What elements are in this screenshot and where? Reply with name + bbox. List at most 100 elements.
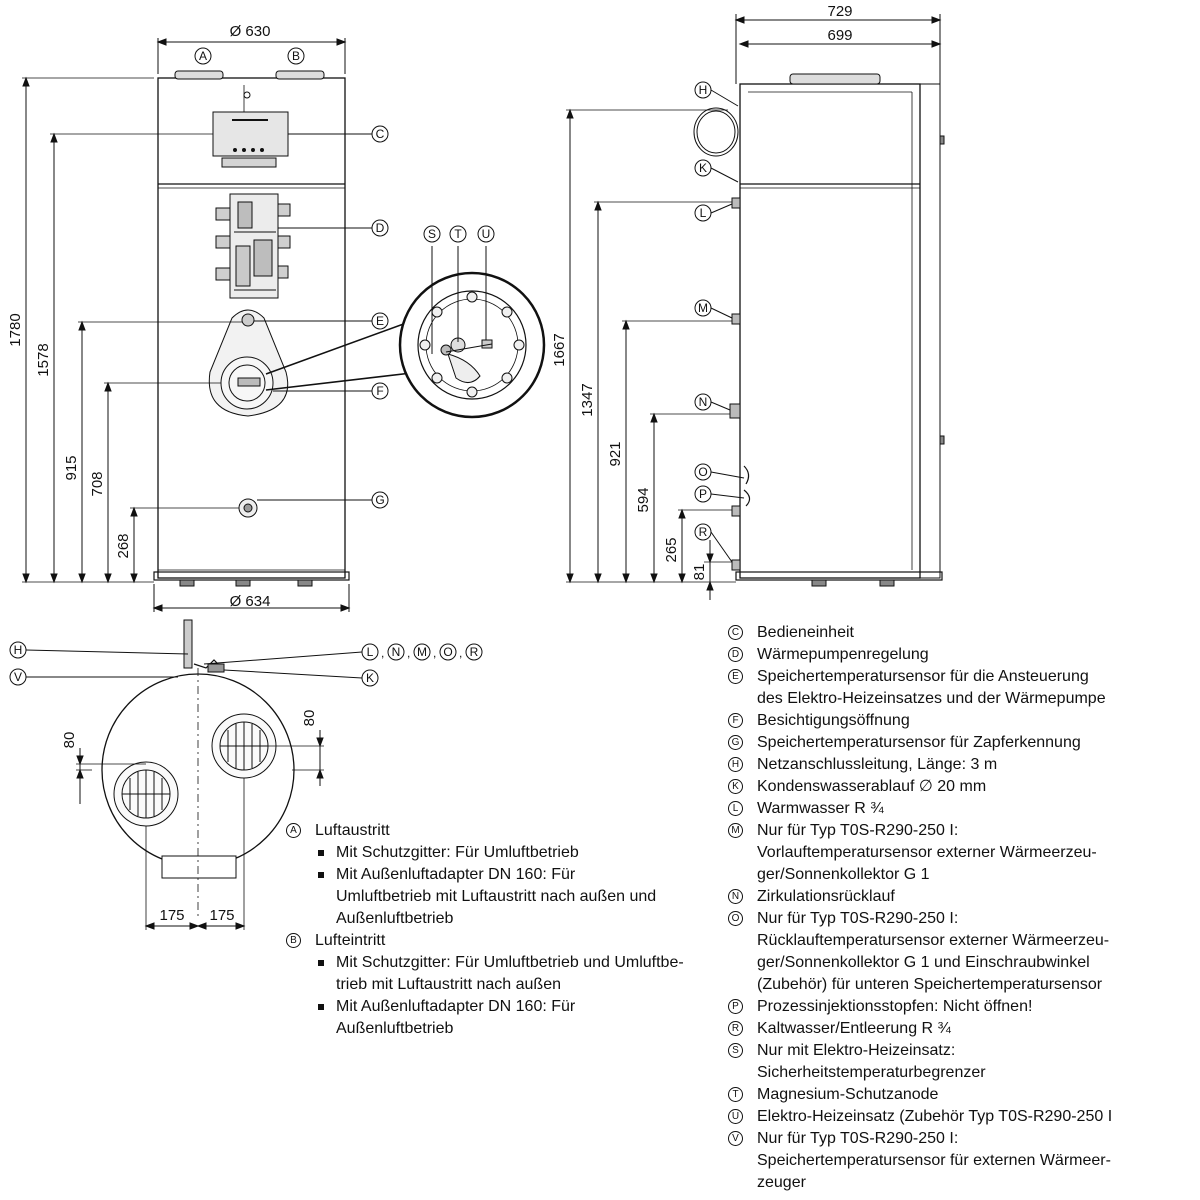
dim-diameter-top: Ø 630 — [230, 23, 271, 40]
dim-height-1780: 1780 — [7, 313, 24, 346]
air-outlet-a — [174, 70, 224, 80]
legend-key: B — [286, 933, 301, 948]
dim-height-708: 708 — [89, 471, 106, 496]
dim-diameter-bottom: Ø 634 — [230, 593, 271, 610]
legend-entry-e: E Speichertemperatursensor für die Ansteu… — [728, 666, 1198, 710]
legend-entry-t: T Magnesium-Schutzanode — [728, 1084, 1198, 1106]
legend-key: R — [728, 1021, 743, 1036]
svg-text:,: , — [381, 646, 384, 660]
callout-f: F — [376, 384, 383, 398]
legend-key: D — [728, 647, 743, 662]
dim-width-699: 699 — [827, 27, 852, 44]
callout-g: G — [375, 493, 384, 507]
side-housing — [739, 83, 921, 579]
legend-text: Prozessinjektionsstopfen: Nicht öffnen! — [757, 998, 1033, 1015]
legend-key: M — [728, 823, 743, 838]
legend-key: G — [728, 735, 743, 750]
dim-height-915: 915 — [63, 455, 80, 480]
legend-text: Vorlauftemperatursensor externer Wärmeer… — [757, 844, 1097, 861]
legend-text: Nur für Typ T0S-R290-250 I: — [757, 910, 959, 927]
legend-text: Netzanschlussleitung, Länge: 3 m — [757, 756, 998, 773]
legend-key: L — [728, 801, 743, 816]
sensor-e-well — [241, 313, 255, 327]
legend-key: F — [728, 713, 743, 728]
legend-text: Warmwasser R ¾ — [757, 800, 884, 817]
legend-text: Magnesium-Schutzanode — [757, 1086, 939, 1103]
svg-text:N: N — [392, 645, 401, 659]
top-callout-h: H — [14, 643, 23, 657]
svg-text:O: O — [443, 645, 452, 659]
legend-text: Sicherheitstemperaturbegrenzer — [757, 1064, 986, 1081]
legend-key: O — [728, 911, 743, 926]
top-view: 80 80 175 175 H V K L , N , M , O — [9, 619, 483, 930]
heat-pump-controller-board — [215, 193, 291, 299]
callout-c: C — [376, 127, 385, 141]
side-callout-n: N — [699, 395, 708, 409]
legend-text: Nur mit Elektro-Heizeinsatz: — [757, 1042, 956, 1059]
legend-text: ger/Sonnenkollektor G 1 und Einschraubwi… — [757, 954, 1090, 971]
legend-key: C — [728, 625, 743, 640]
detail-view: S T U — [265, 225, 546, 419]
dim-height-1578: 1578 — [35, 343, 52, 376]
callout-e: E — [376, 314, 384, 328]
dim-width-729: 729 — [827, 3, 852, 20]
svg-text:,: , — [459, 646, 462, 660]
callout-d: D — [376, 221, 385, 235]
top-dim-80-left: 80 — [61, 732, 78, 749]
svg-text:M: M — [417, 645, 427, 659]
svg-text:L: L — [367, 645, 374, 659]
legend-text: Nur für Typ T0S-R290-250 I: — [757, 822, 959, 839]
legend-text: Besichtigungsöffnung — [757, 712, 910, 729]
air-inlet-b — [275, 70, 325, 80]
side-callout-l: L — [700, 206, 707, 220]
top-dim-80-right: 80 — [301, 710, 318, 727]
legend-text: Speichertemperatursensor für die Ansteue… — [757, 668, 1089, 685]
callout-b: B — [292, 49, 300, 63]
legend-entry-d: D Wärmepumpenregelung — [728, 644, 1198, 666]
dim-height-81: 81 — [691, 564, 708, 581]
dim-height-268: 268 — [115, 533, 132, 558]
top-callout-k: K — [366, 671, 374, 685]
dim-height-265: 265 — [663, 537, 680, 562]
side-callout-o: O — [698, 465, 707, 479]
legend-key: E — [728, 669, 743, 684]
legend-text: Wärmepumpenregelung — [757, 646, 929, 663]
legend-key: N — [728, 889, 743, 904]
dim-height-921: 921 — [607, 441, 624, 466]
side-view: 729 699 1667 1347 921 594 265 — [551, 3, 945, 600]
side-callout-k: K — [699, 161, 707, 175]
side-callout-m: M — [698, 301, 708, 315]
front-housing — [157, 77, 346, 579]
legend-key: A — [286, 823, 301, 838]
legend-text: (Zubehör) für unteren Speichertemperatur… — [757, 976, 1103, 993]
power-cable-coil — [693, 107, 739, 157]
legend-text: Speichertemperatursensor für externen Wä… — [757, 1152, 1111, 1169]
legend-text: Kaltwasser/Entleerung R ¾ — [757, 1020, 951, 1037]
legend-key: T — [728, 1087, 743, 1102]
front-view: Ø 630 Ø 634 1780 1578 915 708 26 — [7, 23, 389, 612]
legend-text: Zirkulationsrücklauf — [757, 888, 895, 905]
top-dim-175-left: 175 — [159, 907, 184, 924]
dim-height-594: 594 — [635, 487, 652, 512]
svg-text:,: , — [433, 646, 436, 660]
dim-height-1347: 1347 — [579, 383, 596, 416]
legend-text: ger/Sonnenkollektor G 1 — [757, 866, 930, 883]
legend-key: U — [728, 1109, 743, 1124]
top-callout-v: V — [14, 670, 22, 684]
legend-key: K — [728, 779, 743, 794]
callout-u: U — [482, 227, 491, 241]
callout-s: S — [428, 227, 436, 241]
legend-entry-l: L Warmwasser R ¾ — [728, 798, 1198, 820]
